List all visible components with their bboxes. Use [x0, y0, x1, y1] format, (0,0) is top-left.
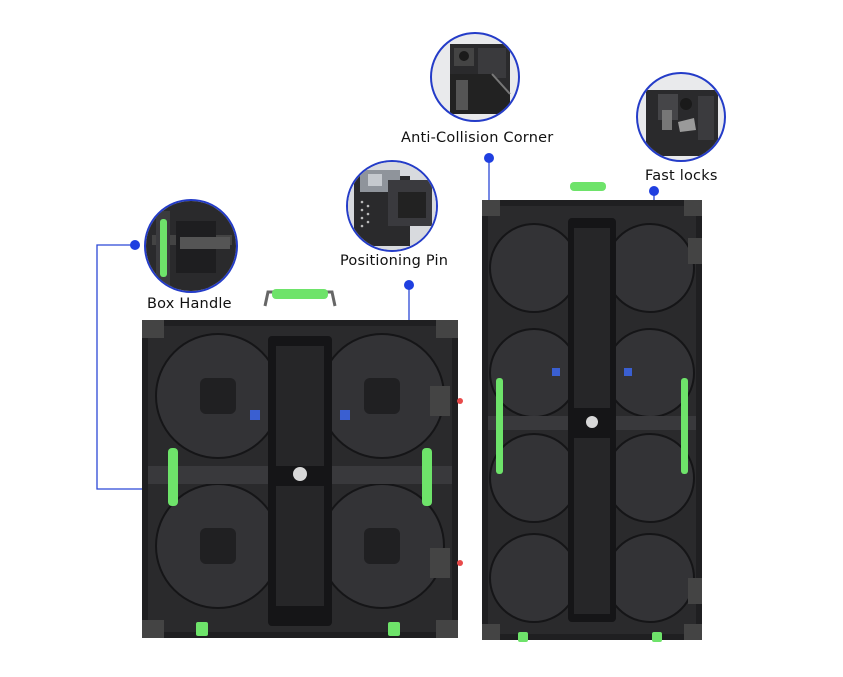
left-side-handle-tall — [496, 378, 503, 474]
led-cabinet-tall — [482, 182, 702, 642]
top-handle-grip — [272, 289, 328, 299]
label-fast-locks: Fast locks — [645, 168, 718, 184]
anti-collision-corner-zoom — [430, 32, 520, 122]
fast-locks-zoom — [636, 72, 726, 162]
box-handle-dot-top — [130, 240, 140, 250]
right-side-handle-tall — [681, 378, 688, 474]
positioning-pin-dot — [404, 280, 414, 290]
label-anti-collision-corner: Anti-Collision Corner — [401, 130, 554, 146]
top-handle-grip-tall — [570, 182, 606, 191]
led-cabinet-square — [142, 289, 463, 638]
label-positioning-pin: Positioning Pin — [340, 253, 449, 269]
right-side-handle — [422, 448, 432, 506]
positioning-pin-zoom — [346, 160, 438, 252]
box-handle-leader — [96, 244, 158, 490]
label-box-handle: Box Handle — [147, 296, 232, 312]
box-handle-zoom — [144, 199, 238, 293]
anti-collision-dot — [484, 153, 494, 163]
left-side-handle — [168, 448, 178, 506]
fast-locks-dot — [649, 186, 659, 196]
